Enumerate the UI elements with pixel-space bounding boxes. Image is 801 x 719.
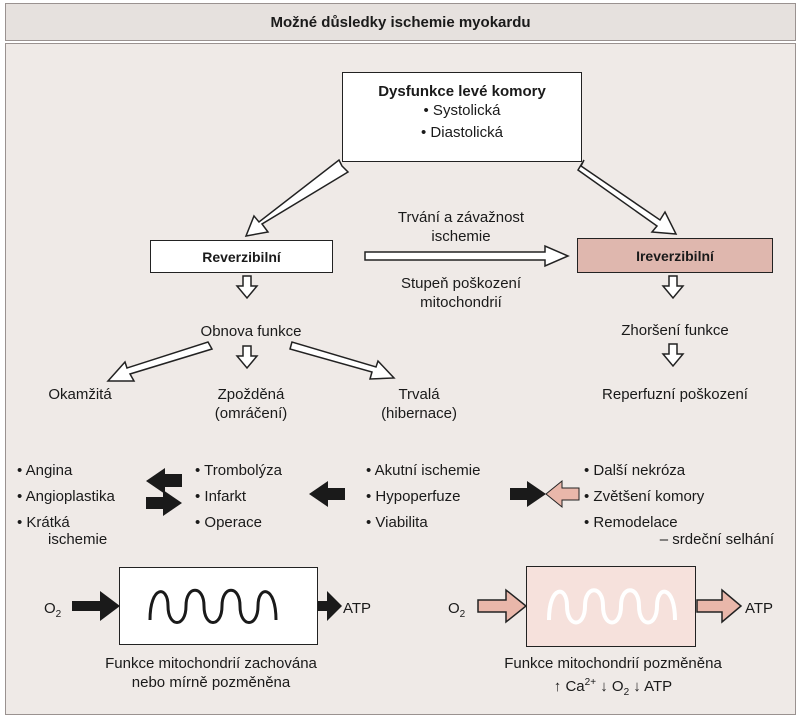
reperfusion-injury-label: Reperfuzní poškození — [602, 386, 748, 403]
list-item: • Remodelace — [584, 514, 678, 531]
arrow-to-irreversible — [576, 159, 678, 235]
systolic-item: • Systolická — [423, 102, 501, 119]
arrow-black-left-1 — [146, 468, 182, 494]
arrow-down-worsening — [662, 275, 684, 299]
arrow-black-right-2 — [510, 481, 546, 507]
arrow-o2-in-left — [72, 591, 120, 621]
list-item: • Viabilita — [366, 514, 428, 531]
list-col1-continuation: ischemie — [48, 531, 108, 548]
reversible-label: Reverzibilní — [202, 248, 281, 265]
list-item: • Hypoperfuze — [366, 488, 461, 505]
title-bar: Možné důsledky ischemie myokardu — [5, 3, 796, 41]
reversible-box: Reverzibilní — [150, 240, 333, 273]
arrow-black-left-2 — [309, 481, 345, 507]
arrow-down-recovery — [236, 275, 258, 299]
list-item: • Další nekróza — [584, 462, 686, 479]
list-item: • Trombolýza — [195, 462, 282, 479]
permanent-outcome: Trvalá(hibernace) — [381, 386, 457, 422]
arrow-atp-out-right — [696, 588, 743, 624]
arrow-to-permanent — [289, 341, 396, 380]
arrow-o2-in-right — [477, 588, 528, 624]
arrow-down-reperfusion — [662, 343, 684, 367]
list-col1: • Angina • Angioplastika • Krátká — [17, 458, 115, 536]
list-col2: • Trombolýza • Infarkt • Operace — [195, 458, 282, 536]
list-col4: • Další nekróza • Zvětšení komory • Remo… — [584, 458, 704, 536]
list-item: • Zvětšení komory — [584, 488, 705, 505]
worsening-label: Zhoršení funkce — [621, 322, 729, 339]
caption-right: Funkce mitochondrií pozměněna ↑ Ca2+ ↓ O… — [504, 655, 722, 698]
irreversible-box: Ireverzibilní — [577, 238, 773, 273]
diastolic-item: • Diastolická — [421, 124, 503, 141]
list-item: • Akutní ischemie — [366, 462, 481, 479]
mitochondria-wave-right — [547, 588, 677, 625]
arrow-reversible-to-irreversible — [364, 244, 570, 268]
o2-input-left: O2 — [44, 600, 62, 620]
diagram-title: Možné důsledky ischemie myokardu — [270, 13, 531, 31]
lv-dysfunction-box: Dysfunkce levé komory • Systolická • Dia… — [342, 72, 582, 162]
list-item: • Infarkt — [195, 488, 247, 505]
list-item: • Angioplastika — [17, 488, 115, 505]
mitochondria-wave-left — [148, 588, 278, 624]
atp-output-left: ATP — [343, 600, 372, 617]
list-col3: • Akutní ischemie • Hypoperfuze • Viabil… — [366, 458, 480, 536]
delayed-outcome: Zpožděná(omráčení) — [214, 386, 288, 422]
recovery-label: Obnova funkce — [200, 323, 302, 340]
list-item: • Angina — [17, 462, 73, 479]
arrow-to-immediate — [106, 341, 214, 382]
o2-input-right: O2 — [448, 600, 466, 620]
list-item: • Krátká — [17, 514, 70, 531]
arrow-down-delayed — [236, 345, 258, 369]
arrow-to-reversible — [244, 158, 350, 237]
immediate-outcome: Okamžitá — [48, 386, 112, 403]
arrow-black-right-1 — [146, 490, 182, 516]
lv-dysfunction-title: Dysfunkce levé komory — [378, 83, 546, 100]
arrow-atp-out-left — [318, 591, 342, 621]
irreversible-label: Ireverzibilní — [636, 247, 714, 264]
atp-output-right: ATP — [745, 600, 774, 617]
list-col4-continuation: – srdeční selhání — [659, 531, 774, 548]
list-item: • Operace — [195, 514, 262, 531]
arrow-pink-left — [545, 479, 580, 509]
